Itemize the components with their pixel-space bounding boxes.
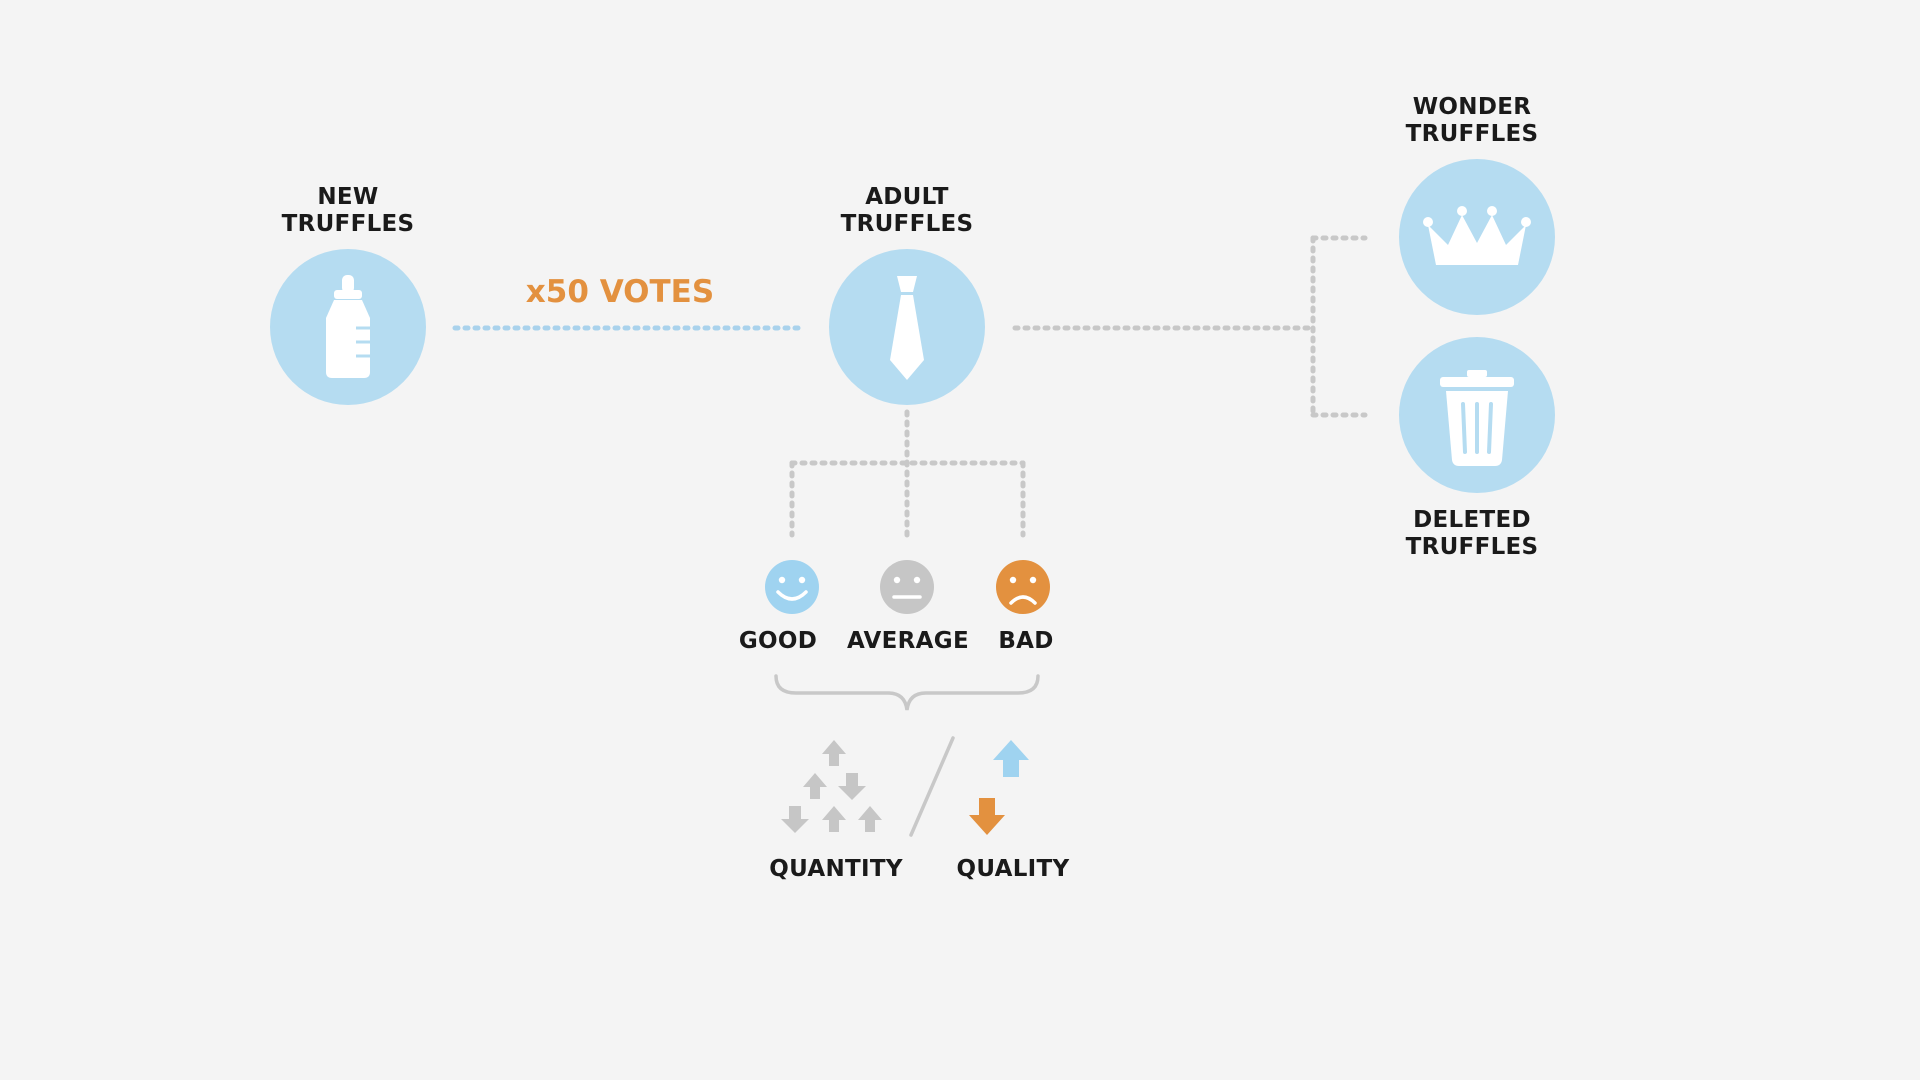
wonder-truffles-label: WONDER TRUFFLES <box>1352 94 1592 148</box>
neutral-face-icon <box>880 560 934 614</box>
adult-truffles-node <box>829 249 985 405</box>
deleted-truffles-label-line1: DELETED <box>1413 507 1531 533</box>
wonder-truffles-label-line2: TRUFFLES <box>1405 121 1539 147</box>
quantity-label: QUANTITY <box>769 856 903 882</box>
new-truffles-label-line1: NEW <box>317 184 379 210</box>
trash-can-icon <box>1440 370 1514 466</box>
rating-good-label: GOOD <box>738 628 818 654</box>
new-truffles-node <box>270 249 426 405</box>
up-down-arrows-icon <box>969 740 1029 835</box>
connector-adult-to-ratings <box>789 409 1026 538</box>
happy-face-icon <box>765 560 819 614</box>
deleted-truffles-node <box>1399 337 1555 493</box>
adult-truffles-label: ADULT TRUFFLES <box>787 184 1027 238</box>
necktie-icon <box>890 276 924 380</box>
quality-label: QUALITY <box>956 856 1070 882</box>
many-arrows-icon <box>781 740 882 833</box>
wonder-truffles-node <box>1399 159 1555 315</box>
votes-label: x50 VOTES <box>525 274 715 310</box>
rating-bad-label: BAD <box>998 628 1054 654</box>
adult-truffles-label-line2: TRUFFLES <box>840 211 974 237</box>
deleted-truffles-label: DELETED TRUFFLES <box>1352 507 1592 561</box>
adult-truffles-label-line1: ADULT <box>865 184 949 210</box>
rating-average-label: AVERAGE <box>847 628 969 654</box>
sad-face-icon <box>996 560 1050 614</box>
baby-bottle-icon <box>326 275 370 378</box>
new-truffles-label: NEW TRUFFLES <box>228 184 468 238</box>
connector-adult-to-outcomes <box>1012 235 1368 418</box>
crown-icon <box>1423 206 1531 265</box>
divider-slash <box>909 736 955 837</box>
grouping-brace <box>774 674 1040 711</box>
wonder-truffles-label-line1: WONDER <box>1412 94 1532 120</box>
deleted-truffles-label-line2: TRUFFLES <box>1405 534 1539 560</box>
new-truffles-label-line2: TRUFFLES <box>281 211 415 237</box>
